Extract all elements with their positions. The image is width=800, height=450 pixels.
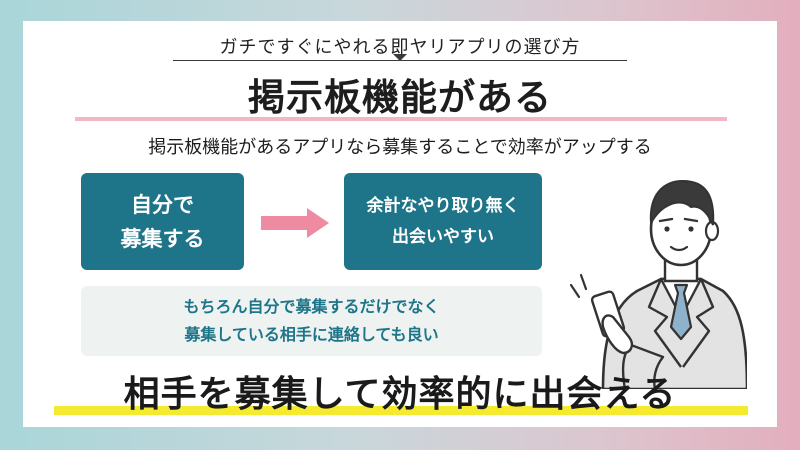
- tie: [669, 283, 693, 341]
- brow-left: [658, 217, 674, 223]
- step-box-result-line1: 余計なやり取り無く: [366, 195, 520, 216]
- step-box-result: 余計なやり取り無く 出会いやすい: [344, 173, 542, 270]
- step-box-result-line2: 出会いやすい: [392, 226, 494, 247]
- subtitle-text: 掲示板機能があるアプリなら募集することで効率がアップする: [148, 137, 652, 158]
- phone-motion-lines: [569, 273, 588, 299]
- note-line1: もちろん自分で募集するだけでなく: [183, 297, 440, 316]
- kicker-pointer: [393, 54, 407, 61]
- forearm: [621, 343, 665, 389]
- title-divider: [75, 117, 727, 121]
- infographic-card: ガチですぐにやれる即ヤリアプリの選び方 掲示板機能がある 掲示板機能があるアプリ…: [23, 21, 777, 427]
- step-box-post-line1: 自分で: [131, 192, 194, 217]
- businessman-phone-illustration: [569, 179, 747, 389]
- brow-right: [683, 217, 699, 223]
- mouth: [669, 245, 689, 252]
- note-line2: 募集している相手に連絡しても良い: [184, 325, 439, 344]
- eye-right: [688, 226, 694, 232]
- lapel-left: [647, 278, 682, 368]
- hand: [601, 314, 634, 355]
- arrow-right-icon: [261, 208, 329, 238]
- note-box: もちろん自分で募集するだけでなく 募集している相手に連絡しても良い: [81, 286, 542, 356]
- eye-left: [664, 226, 670, 232]
- lapel-right: [682, 278, 715, 368]
- kicker-text: ガチですぐにやれる即ヤリアプリの選び方: [219, 37, 581, 58]
- hair: [649, 179, 715, 227]
- step-box-post-line2: 募集する: [120, 226, 205, 251]
- step-box-post: 自分で 募集する: [81, 173, 244, 270]
- headline-highlight: [54, 406, 748, 415]
- page-title: 掲示板機能がある: [248, 76, 552, 119]
- bottom-headline: 相手を募集して効率的に出会える: [123, 374, 677, 415]
